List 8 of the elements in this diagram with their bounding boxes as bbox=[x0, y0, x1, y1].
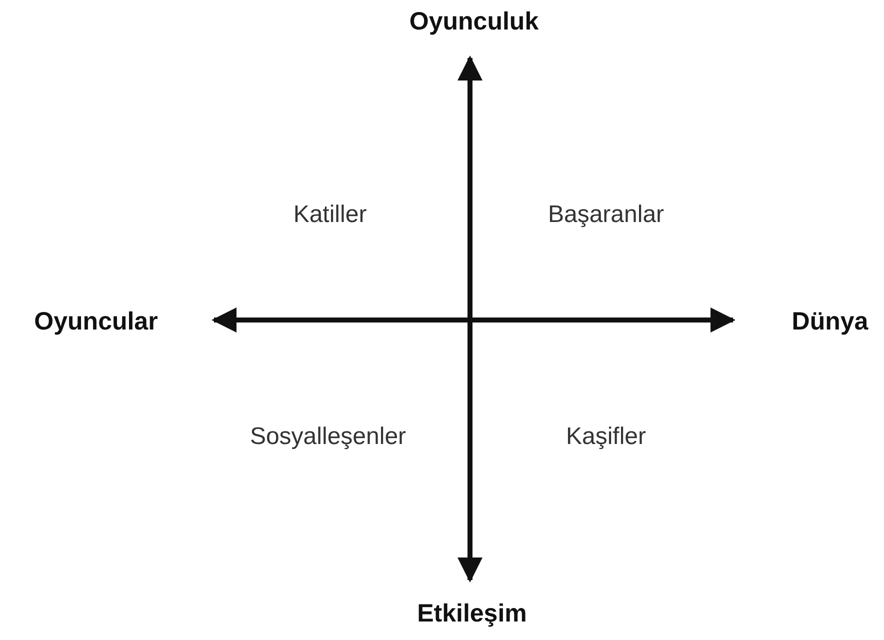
axis-label: Etkileşim bbox=[417, 600, 527, 628]
quadrant-label: Kaşifler bbox=[566, 423, 646, 451]
quadrant-label: Sosyalleşenler bbox=[250, 423, 406, 451]
axis-label: Oyunculuk bbox=[409, 8, 539, 36]
axis-label: Oyuncular bbox=[34, 308, 158, 336]
quadrant-label: Başaranlar bbox=[548, 201, 664, 229]
axis-label: Dünya bbox=[792, 308, 868, 336]
quadrant-label: Katiller bbox=[293, 201, 367, 229]
